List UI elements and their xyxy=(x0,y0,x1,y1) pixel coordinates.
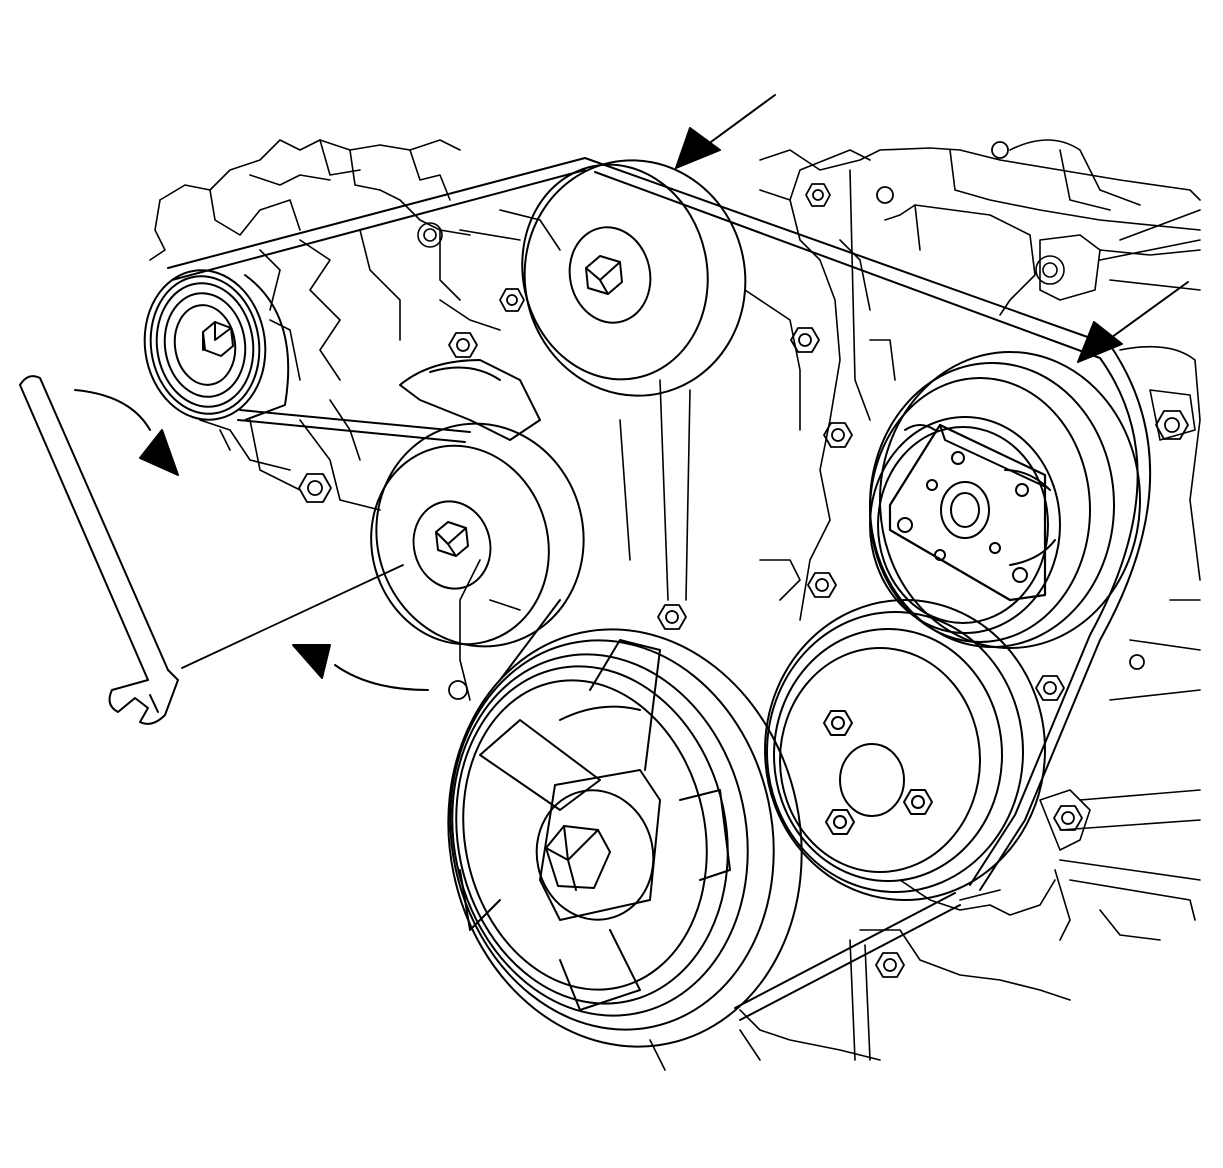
engine-bolts xyxy=(299,142,1188,977)
upper-idler-pulley xyxy=(503,140,768,417)
belt-tensioner xyxy=(349,360,608,670)
tensioner-rotation-arrow-clockwise xyxy=(75,390,178,475)
tensioner-rotation-arrow-counter xyxy=(293,645,428,690)
water-pump-pulley xyxy=(765,600,1045,900)
crankshaft-balancer xyxy=(410,596,840,1080)
belt-tensioner-pulley xyxy=(349,400,608,670)
tensioner-wrench xyxy=(20,376,403,724)
belt-location-arrow-right xyxy=(1078,282,1188,362)
serpentine-belt xyxy=(168,158,1150,1020)
belt-location-arrow-top xyxy=(676,95,775,168)
ac-compressor-pulley xyxy=(870,352,1140,648)
generator-pulley xyxy=(135,262,288,427)
